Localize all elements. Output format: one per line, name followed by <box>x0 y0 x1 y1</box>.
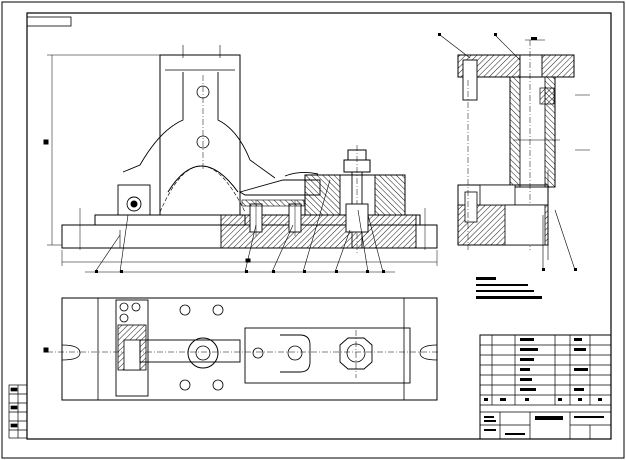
front-section-view <box>43 45 438 273</box>
border-stamp-block <box>8 384 28 439</box>
title-block <box>479 334 612 440</box>
title-block-text <box>484 338 604 435</box>
technical-requirements-text <box>476 277 542 299</box>
side-section-view <box>438 33 590 271</box>
top-view <box>43 297 440 401</box>
